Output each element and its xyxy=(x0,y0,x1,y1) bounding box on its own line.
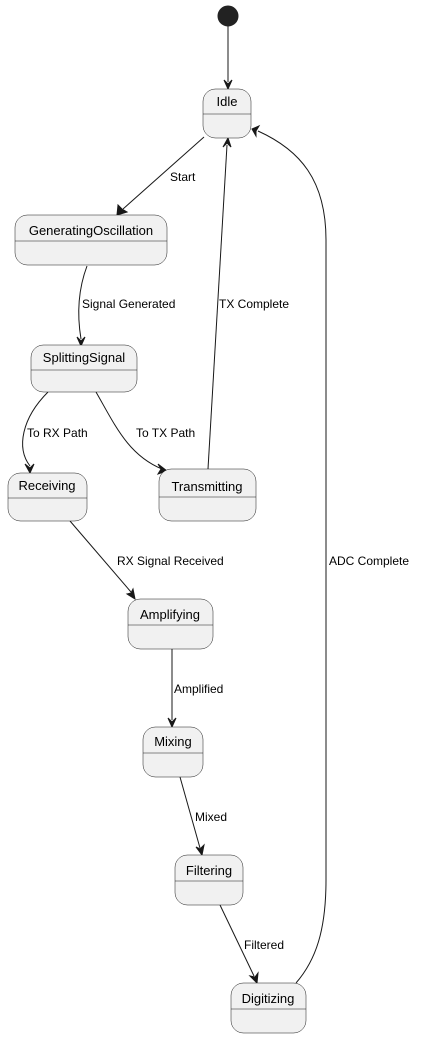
transition-to-tx-path: To TX Path xyxy=(95,391,195,475)
state-mixing: Mixing xyxy=(142,726,204,778)
transition-label-rx-signal-received: RX Signal Received xyxy=(117,554,224,568)
state-idle: Idle xyxy=(202,88,252,139)
initial-state-dot xyxy=(217,5,239,27)
state-label-generating-oscillation: GeneratingOscillation xyxy=(29,223,153,238)
state-label-mixing: Mixing xyxy=(154,734,192,749)
state-label-digitizing: Digitizing xyxy=(242,991,295,1006)
transition-tx-complete: TX Complete xyxy=(207,136,289,470)
state-label-amplifying: Amplifying xyxy=(140,607,200,622)
transition-label-tx-complete: TX Complete xyxy=(219,297,289,311)
state-label-transmitting: Transmitting xyxy=(171,479,242,494)
transition-mixed: Mixed xyxy=(179,776,227,857)
state-digitizing: Digitizing xyxy=(230,982,307,1034)
transition-initial-to-idle xyxy=(223,26,233,91)
transition-signal-generated: Signal Generated xyxy=(76,265,175,348)
transition-to-rx-path: To RX Path xyxy=(22,391,88,475)
transition-label-to-tx-path: To TX Path xyxy=(136,426,195,440)
state-label-splitting-signal: SplittingSignal xyxy=(43,350,125,365)
state-generating-oscillation: GeneratingOscillation xyxy=(14,214,168,266)
transition-label-mixed: Mixed xyxy=(195,810,227,824)
state-label-receiving: Receiving xyxy=(18,478,75,493)
transition-rx-signal-received: RX Signal Received xyxy=(69,520,224,601)
transition-label-adc-complete: ADC Complete xyxy=(329,554,409,568)
state-splitting-signal: SplittingSignal xyxy=(30,344,138,393)
state-receiving: Receiving xyxy=(7,472,88,522)
transition-adc-complete: ADC Complete xyxy=(251,124,409,984)
transition-filtered: Filtered xyxy=(219,904,284,985)
transition-start: Start xyxy=(116,136,205,216)
state-label-filtering: Filtering xyxy=(186,863,232,878)
transition-label-start: Start xyxy=(170,170,196,184)
state-filtering: Filtering xyxy=(174,854,244,906)
transition-label-filtered: Filtered xyxy=(244,938,284,952)
state-label-idle: Idle xyxy=(217,94,238,109)
transition-label-amplified: Amplified xyxy=(174,682,223,696)
transition-label-signal-generated: Signal Generated xyxy=(82,297,175,311)
transition-label-to-rx-path: To RX Path xyxy=(27,426,88,440)
state-amplifying: Amplifying xyxy=(127,598,214,650)
transition-amplified: Amplified xyxy=(167,649,223,729)
state-transmitting: Transmitting xyxy=(158,468,257,522)
